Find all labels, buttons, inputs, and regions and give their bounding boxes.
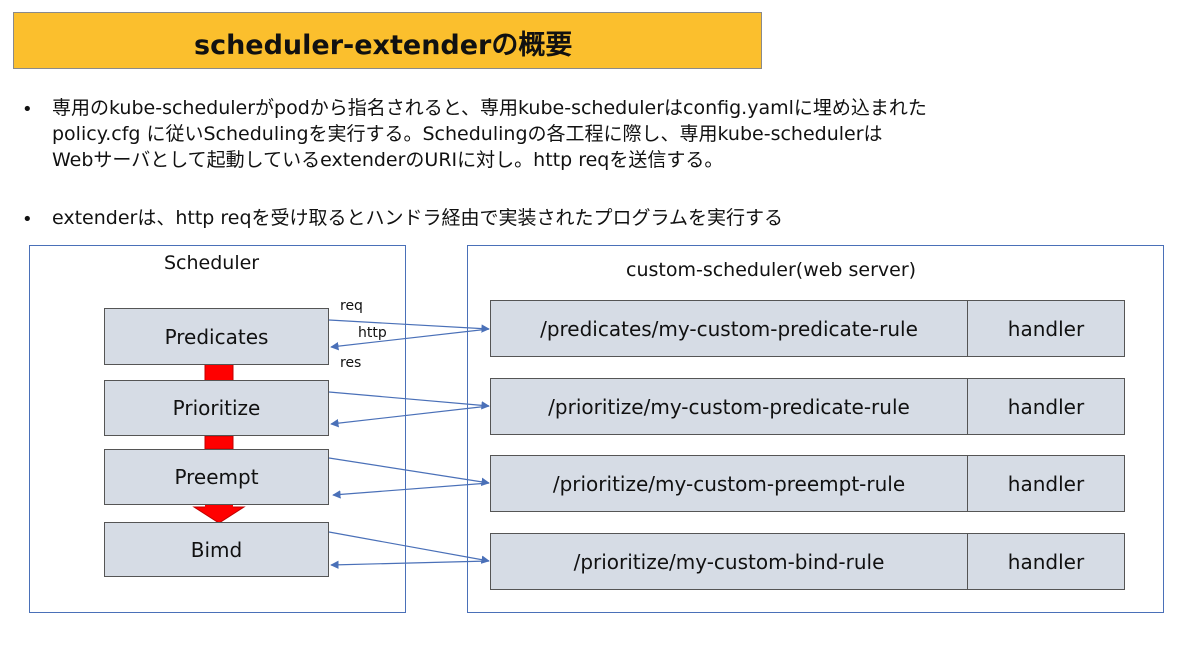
stage-label: Bimd — [190, 537, 243, 562]
route-path: /predicates/my-custom-predicate-rule — [540, 316, 918, 341]
stage-label: Preempt — [174, 465, 259, 489]
bullet-1-line-3: Webサーバとして起動しているextenderのURIに対し。http reqを… — [52, 149, 724, 171]
stage-predicates: Predicates — [104, 308, 329, 365]
route-prioritize-bind: /prioritize/my-custom-bind-rule — [490, 533, 968, 590]
req-arrow-2 — [328, 391, 490, 410]
handler-box-3: handler — [967, 455, 1125, 512]
handler-box-4: handler — [967, 533, 1125, 590]
route-prioritize-predicate: /prioritize/my-custom-predicate-rule — [490, 378, 968, 435]
res-arrow-1 — [330, 328, 490, 351]
handler-label: handler — [1007, 471, 1085, 496]
stage-label: Prioritize — [172, 396, 261, 420]
route-path: /prioritize/my-custom-preempt-rule — [552, 471, 906, 496]
res-arrow-3 — [332, 482, 490, 499]
custom-scheduler-title: custom-scheduler(web server) — [626, 259, 917, 281]
stage-bind: Bimd — [104, 522, 329, 577]
bullet-marker: • — [22, 99, 33, 120]
handler-label: handler — [1007, 316, 1085, 341]
handler-label: handler — [1007, 394, 1085, 419]
bullet-marker: • — [22, 209, 33, 230]
route-path: /prioritize/my-custom-predicate-rule — [548, 394, 910, 419]
req-label: req — [340, 298, 363, 314]
req-arrow-4 — [328, 531, 490, 564]
stage-prioritize: Prioritize — [104, 380, 329, 436]
handler-box-2: handler — [967, 378, 1125, 435]
scheduler-title: Scheduler — [164, 252, 260, 274]
route-predicates: /predicates/my-custom-predicate-rule — [490, 300, 968, 357]
res-arrow-4 — [330, 560, 490, 570]
res-label: res — [340, 355, 362, 371]
req-arrow-3 — [328, 457, 490, 486]
page-title: scheduler-extenderの概要 — [194, 30, 573, 61]
req-arrow-1 — [328, 319, 490, 333]
handler-label: handler — [1007, 549, 1085, 574]
bullet-2-text: extenderは、http reqを受け取るとハンドラ経由で実装されたプログラ… — [52, 207, 783, 229]
http-label: http — [358, 325, 387, 341]
stage-label: Predicates — [164, 324, 269, 349]
handler-box-1: handler — [967, 300, 1125, 357]
stage-preempt: Preempt — [104, 449, 329, 505]
flow-connector-3 — [205, 505, 233, 511]
bullet-1-line-2: policy.cfg に従いSchedulingを実行する。Scheduling… — [52, 123, 883, 145]
route-prioritize-preempt: /prioritize/my-custom-preempt-rule — [490, 455, 968, 512]
title-banner: scheduler-extenderの概要 — [13, 12, 762, 69]
route-path: /prioritize/my-custom-bind-rule — [573, 549, 885, 574]
bullet-1-line-1: 専用のkube-schedulerがpodから指名されると、専用kube-sch… — [52, 97, 927, 119]
res-arrow-2 — [330, 405, 490, 428]
